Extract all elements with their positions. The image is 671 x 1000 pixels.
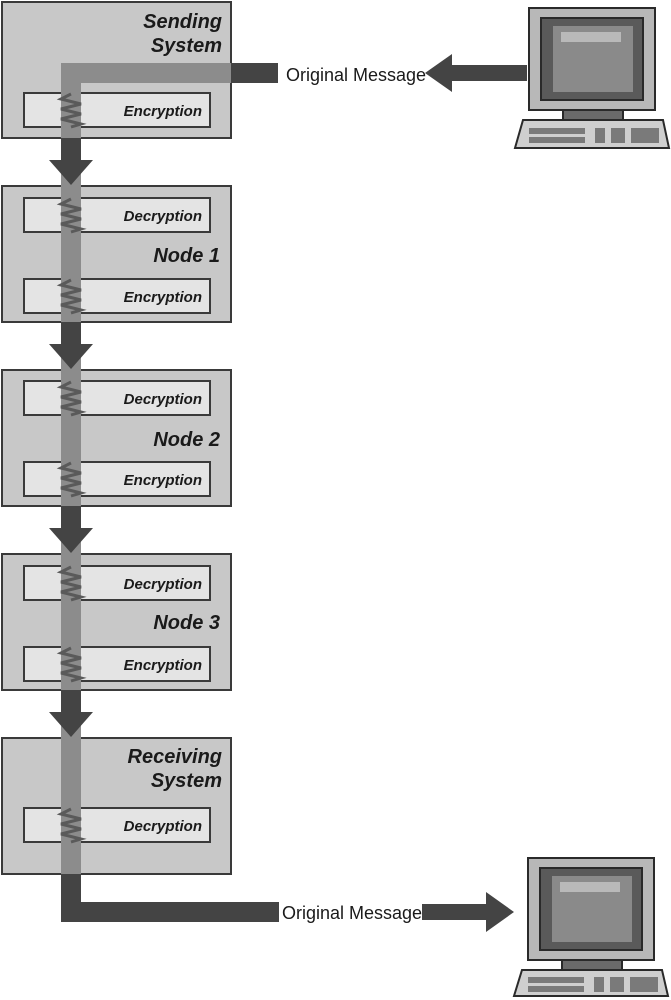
encryption-label: Encryption [124, 103, 202, 120]
decryption-box [23, 197, 211, 233]
down-arrow [49, 506, 93, 553]
decryption-label: Decryption [124, 208, 202, 225]
input-connector [231, 63, 278, 83]
down-arrow [49, 138, 93, 185]
encryption-box [23, 92, 211, 128]
zigzag-symbol [56, 197, 87, 234]
computer-icon [512, 857, 670, 997]
down-arrow [49, 690, 93, 737]
node-1-title: Node 1 [153, 245, 220, 267]
output-flow: Original Message [61, 874, 514, 932]
node-3: Decryption Node 3 Encryption [1, 553, 232, 691]
original-message-label-bottom: Original Message [282, 903, 422, 923]
node-2-title: Node 2 [153, 429, 220, 451]
input-flow: Original Message [231, 54, 527, 92]
down-arrow [49, 322, 93, 369]
zigzag-symbol [56, 380, 87, 417]
decryption-label: Decryption [124, 391, 202, 408]
sending-system-title-line2: System [151, 35, 222, 57]
left-arrow [425, 54, 527, 92]
right-arrow [422, 892, 514, 932]
decryption-box [23, 380, 211, 416]
node-2: Decryption Node 2 Encryption [1, 369, 232, 507]
zigzag-symbol [56, 646, 87, 683]
receiving-system: Receiving System Decryption [1, 737, 232, 875]
decryption-box [23, 807, 211, 843]
node-1: Decryption Node 1 Encryption [1, 185, 232, 323]
receiving-system-box [1, 737, 232, 875]
encryption-label: Encryption [124, 472, 202, 489]
zigzag-symbol [56, 461, 87, 498]
receiving-system-title-line1: Receiving [128, 746, 222, 768]
message-path-top [61, 63, 235, 83]
zigzag-symbol [56, 278, 87, 315]
receiving-system-title-line2: System [151, 770, 222, 792]
computer-icon [513, 7, 671, 149]
encryption-label: Encryption [124, 289, 202, 306]
original-message-label-top: Original Message [286, 65, 426, 85]
node-3-title: Node 3 [153, 612, 220, 634]
output-connector [61, 874, 279, 922]
decryption-label: Decryption [124, 818, 202, 835]
encryption-label: Encryption [124, 657, 202, 674]
encryption-box [23, 461, 211, 497]
decryption-label: Decryption [124, 576, 202, 593]
encryption-box [23, 646, 211, 682]
zigzag-symbol [56, 807, 87, 844]
cipher-zigzags [56, 92, 87, 844]
sending-system-title-line1: Sending [143, 11, 222, 33]
link-arrows [49, 138, 93, 737]
zigzag-symbol [56, 565, 87, 602]
zigzag-symbol [56, 92, 87, 129]
decryption-box [23, 565, 211, 601]
encryption-box [23, 278, 211, 314]
